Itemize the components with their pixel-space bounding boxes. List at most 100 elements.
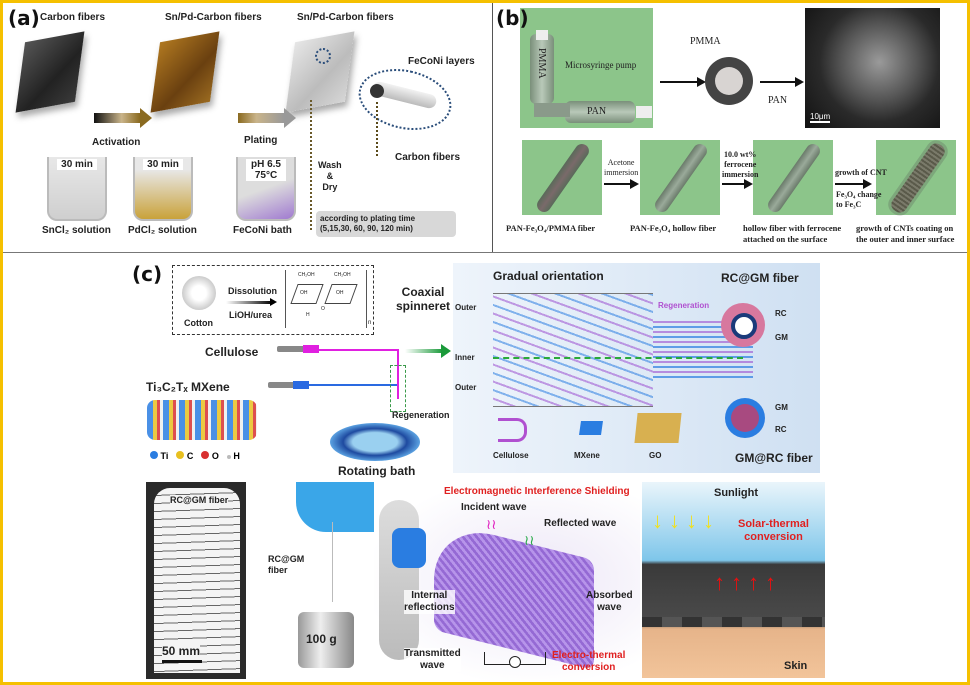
- label-pdcl2: PdCl₂ solution: [128, 225, 197, 236]
- plating-arrow-head: [284, 108, 296, 128]
- mxene-structure: [147, 400, 257, 440]
- c-dot-icon: [176, 451, 185, 459]
- atom-legend: Ti C O H: [150, 451, 240, 461]
- h-label: H: [233, 451, 240, 461]
- outer-top-label: Outer: [455, 303, 477, 312]
- title-snpd-fibers-2: Sn/Pd-Carbon fibers: [297, 12, 394, 23]
- flow-regeneration-label: Regeneration: [658, 301, 710, 310]
- internal-reflections-label: Internal reflections: [404, 590, 455, 614]
- weight-fiber-label-line1: RC@GM: [268, 554, 305, 564]
- fiber-step-3: [753, 140, 833, 215]
- rotating-bath-dish: [330, 423, 420, 461]
- fiber-caption-4: growth of CNTs coating on the outer and …: [856, 223, 954, 245]
- arrow-head: [795, 77, 804, 87]
- reflected-wave-icon: ≀≀: [524, 532, 535, 548]
- title-snpd-fibers-1: Sn/Pd-Carbon fibers: [165, 12, 262, 23]
- fabric-mesh: [642, 617, 825, 627]
- rotating-bath-label: Rotating bath: [338, 464, 416, 478]
- dissolution-inset: [172, 265, 374, 335]
- fiber-caption-3: hollow fiber with ferrocene attached on …: [743, 223, 841, 245]
- arrow-line: [722, 183, 745, 185]
- fiber-hollow-icon: [652, 141, 710, 215]
- divider-ab: [492, 3, 493, 253]
- arrow2-label: 10.0 wt% ferrocene immersion: [722, 150, 758, 180]
- transmitted-line1: Transmitted: [404, 648, 461, 659]
- legend-cellulose: Cellulose: [493, 451, 529, 460]
- oh-label: OH: [300, 290, 308, 296]
- electro-thermal-label: Electro-thermal conversion: [552, 650, 625, 674]
- fiber-caption-3-line1: hollow fiber with ferrocene: [743, 223, 842, 233]
- reflected-wave-label: Reflected wave: [544, 518, 617, 529]
- arrow2-line3: immersion: [722, 170, 759, 179]
- fiber-thread: [332, 522, 333, 602]
- spool-scale-label: 50 mm: [162, 644, 201, 658]
- spool-title: RC@GM fiber: [170, 495, 229, 505]
- mxene-label: Ti₃C₂Tₓ MXene: [146, 380, 230, 394]
- solar-line2: conversion: [744, 531, 803, 543]
- plating-time-note: according to plating time (5,15,30, 60, …: [316, 211, 456, 237]
- sem-image: [805, 8, 940, 128]
- beaker-ph: pH 6.5: [250, 159, 281, 170]
- cotton-icon: [182, 276, 216, 310]
- h-label: H: [306, 312, 310, 318]
- inner-label: Inner: [455, 353, 475, 362]
- nozzle-joint: [534, 103, 570, 117]
- flow-axis: [493, 357, 743, 359]
- pan-syringe-label: PAN: [587, 106, 607, 117]
- arrow1-line1: Acetone: [607, 158, 635, 167]
- gm-rc-fiber-title: GM@RC fiber: [735, 451, 813, 465]
- arrow-head: [630, 179, 639, 189]
- person-figure: [379, 500, 419, 660]
- electro-line2: conversion: [562, 662, 616, 673]
- cellulose-syringe-fluid: [303, 345, 319, 353]
- weight-photo: RC@GM fiber 100 g: [246, 482, 374, 679]
- rc-label-top: RC: [775, 309, 787, 318]
- lioh-urea-label: LiOH/urea: [229, 310, 273, 320]
- spinneret-box: [390, 365, 406, 412]
- electro-line1: Electro-thermal: [552, 650, 626, 661]
- arrow2-line1: 10.0 wt%: [723, 150, 757, 159]
- callout-carbon-fibers: Carbon fibers: [395, 152, 461, 163]
- beaker-pdcl2: 30 min: [133, 157, 193, 221]
- cotton-label: Cotton: [184, 318, 213, 328]
- cellulose-structure: CH₂OH CH₂OH OH OH O H n: [285, 270, 371, 328]
- arrow-head: [744, 179, 753, 189]
- title-carbon-fibers: Carbon fibers: [40, 12, 106, 23]
- o-label: O: [211, 451, 219, 461]
- regeneration-label: Regeneration: [392, 410, 450, 420]
- dissolution-arrow-head: [270, 298, 277, 306]
- beaker-feconi: pH 6.5 75°C: [236, 157, 296, 221]
- pan-plunger: [636, 106, 652, 118]
- fiber-solid-icon: [534, 141, 592, 215]
- glove-icon: [296, 482, 374, 532]
- o-dot-icon: [201, 451, 210, 459]
- power-source-icon: [509, 656, 521, 668]
- gm-label-bottom: GM: [775, 403, 788, 412]
- arrow-line: [660, 81, 698, 83]
- gm-rc-cross-section: [725, 398, 765, 438]
- spinneret-arrow: [405, 349, 443, 353]
- go-legend-icon: [634, 413, 682, 443]
- arrow-line: [604, 183, 631, 185]
- coaxial-spinneret-label: Coaxial spinneret: [396, 285, 450, 313]
- arrow1-line2: immersion: [604, 168, 639, 177]
- coaxial-line2: spinneret: [396, 299, 451, 313]
- cross-section-inner: [715, 67, 743, 95]
- legend-go: GO: [649, 451, 662, 460]
- solar-thermal-label: Solar-thermal conversion: [738, 518, 809, 544]
- arrow-head: [697, 77, 706, 87]
- coaxial-line1: Coaxial: [401, 285, 445, 299]
- dissolution-label: Dissolution: [228, 286, 277, 296]
- label-feconi-bath: FeCoNi bath: [233, 225, 292, 236]
- internal-line2: reflections: [404, 602, 455, 613]
- ti-dot-icon: [150, 451, 158, 459]
- beaker-time: 30 min: [143, 159, 183, 170]
- fiber-step-4: [876, 140, 956, 216]
- weight-label: 100 g: [306, 632, 337, 646]
- mxene-syringe-fluid: [293, 381, 309, 389]
- snpd-fiber-swatch: [150, 31, 220, 113]
- pmma-syringe: [530, 34, 554, 104]
- o-label: O: [321, 306, 325, 312]
- weight-fiber-label: RC@GM fiber: [268, 554, 304, 576]
- arrow-head: [863, 179, 872, 189]
